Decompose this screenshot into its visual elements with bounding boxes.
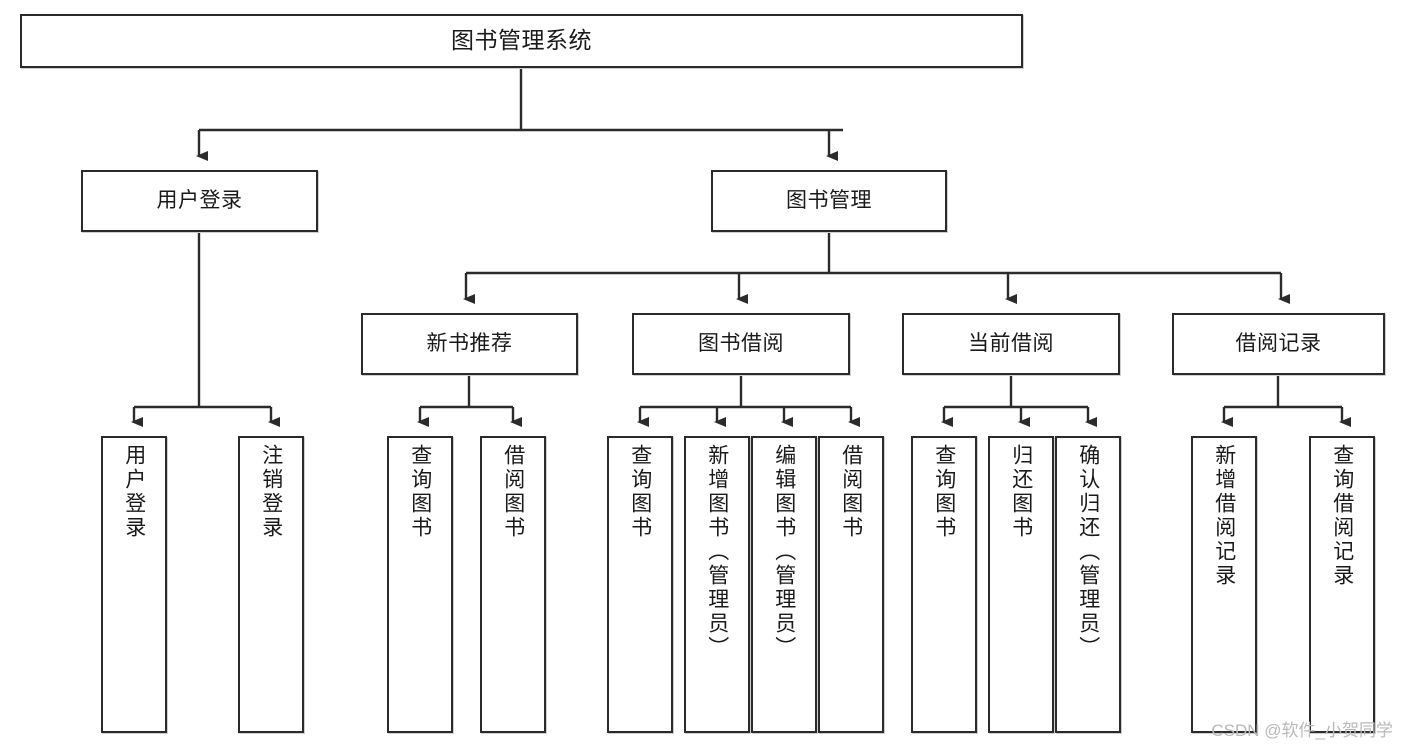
node-leaf-query-book-2-label: 查询图书 <box>628 444 652 540</box>
watermark: CSDN @软件_小贺同学 <box>1211 721 1393 740</box>
node-leaf-return-book-label: 归还图书 <box>1009 444 1033 540</box>
node-leaf-confirm-return-admin-label: 确认归还（管理员） <box>1076 444 1100 660</box>
node-borrow-record[interactable]: 借阅记录 <box>1172 313 1385 375</box>
node-book-borrow[interactable]: 图书借阅 <box>632 313 850 375</box>
node-borrow-record-label: 借阅记录 <box>1235 332 1322 356</box>
node-leaf-query-book-3-label: 查询图书 <box>932 444 956 540</box>
node-leaf-borrow-book-1[interactable]: 借阅图书 <box>480 436 546 733</box>
node-leaf-user-logout-label: 注销登录 <box>259 444 283 540</box>
node-root-label: 图书管理系统 <box>451 27 592 54</box>
node-leaf-query-book-3[interactable]: 查询图书 <box>911 436 977 733</box>
node-leaf-edit-book-admin-label: 编辑图书（管理员） <box>772 444 796 660</box>
node-leaf-query-book-1-label: 查询图书 <box>408 444 432 540</box>
node-root[interactable]: 图书管理系统 <box>20 14 1023 68</box>
node-leaf-query-borrow-record[interactable]: 查询借阅记录 <box>1309 436 1375 733</box>
node-leaf-borrow-book-2-label: 借阅图书 <box>839 444 863 540</box>
node-leaf-return-book[interactable]: 归还图书 <box>988 436 1054 733</box>
node-current-borrow[interactable]: 当前借阅 <box>902 313 1120 375</box>
node-book-manage[interactable]: 图书管理 <box>711 170 947 232</box>
node-book-borrow-label: 图书借阅 <box>698 332 784 356</box>
node-leaf-add-book-admin[interactable]: 新增图书（管理员） <box>684 436 750 733</box>
node-leaf-edit-book-admin[interactable]: 编辑图书（管理员） <box>751 436 817 733</box>
node-new-book-recommend-label: 新书推荐 <box>426 332 513 356</box>
node-user-login[interactable]: 用户登录 <box>81 170 318 232</box>
node-user-login-label: 用户登录 <box>156 189 243 213</box>
node-leaf-borrow-book-1-label: 借阅图书 <box>501 444 525 540</box>
node-leaf-add-borrow-record-label: 新增借阅记录 <box>1212 444 1236 588</box>
node-leaf-query-book-1[interactable]: 查询图书 <box>387 436 453 733</box>
node-leaf-user-logout[interactable]: 注销登录 <box>238 436 304 733</box>
node-leaf-add-book-admin-label: 新增图书（管理员） <box>705 444 729 660</box>
node-leaf-user-login[interactable]: 用户登录 <box>101 436 167 733</box>
node-leaf-confirm-return-admin[interactable]: 确认归还（管理员） <box>1055 436 1121 733</box>
node-leaf-query-borrow-record-label: 查询借阅记录 <box>1330 444 1354 588</box>
node-current-borrow-label: 当前借阅 <box>968 332 1054 356</box>
node-leaf-add-borrow-record[interactable]: 新增借阅记录 <box>1191 436 1257 733</box>
node-new-book-recommend[interactable]: 新书推荐 <box>361 313 578 375</box>
node-book-manage-label: 图书管理 <box>786 189 872 213</box>
node-leaf-borrow-book-2[interactable]: 借阅图书 <box>818 436 884 733</box>
node-leaf-query-book-2[interactable]: 查询图书 <box>607 436 673 733</box>
node-leaf-user-login-label: 用户登录 <box>122 444 146 540</box>
